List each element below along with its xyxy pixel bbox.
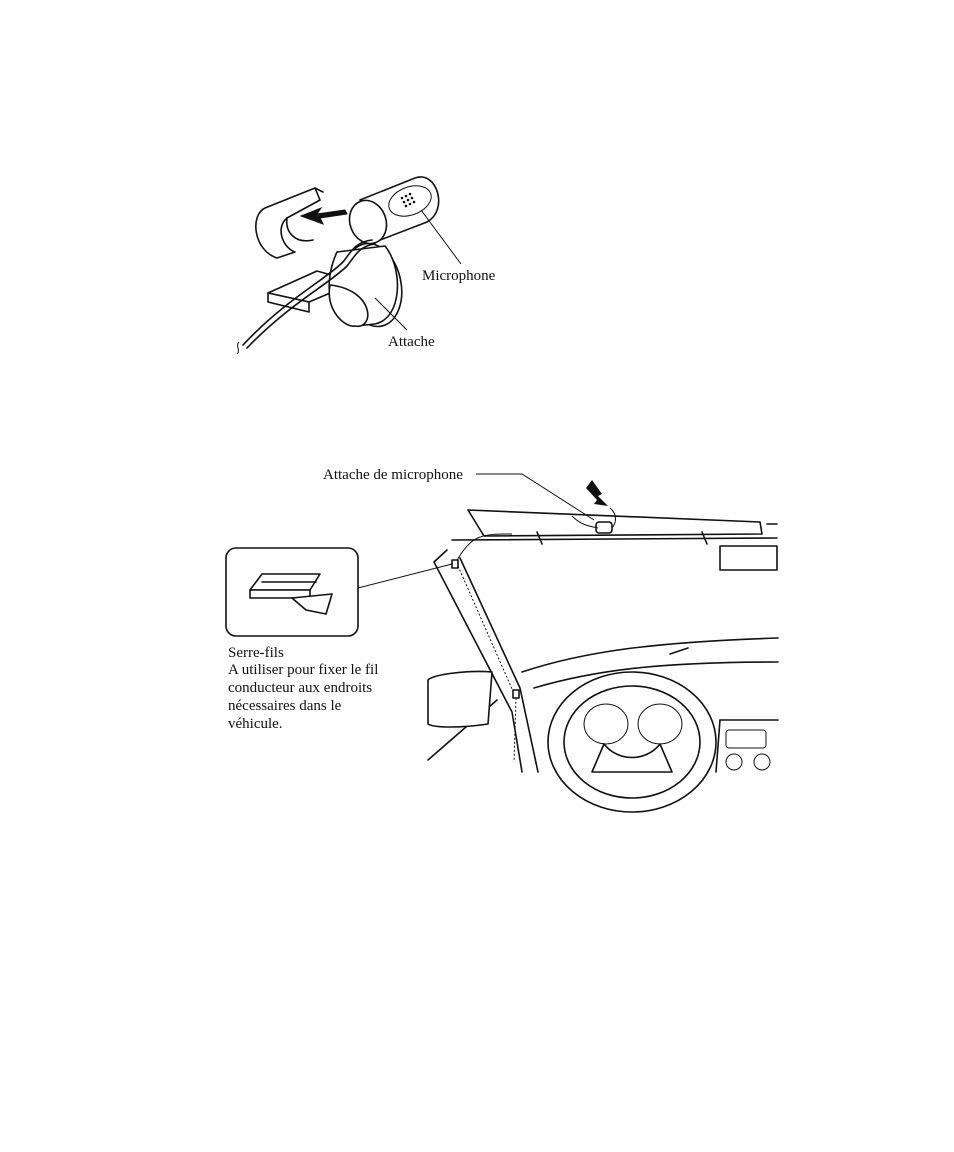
cable-tie-note: A utiliser pour fixer le fil conducteur … bbox=[228, 661, 428, 733]
cable-tie-title: Serre-fils bbox=[228, 644, 284, 662]
vehicle-installation-figure: Attache de microphone Serre-fils A utili… bbox=[222, 462, 782, 772]
microphone-label: Microphone bbox=[422, 267, 495, 285]
clip-label: Attache bbox=[388, 333, 435, 351]
mic-clip-label: Attache de microphone bbox=[323, 466, 463, 484]
microphone-clip-figure: Microphone Attache bbox=[225, 170, 515, 365]
